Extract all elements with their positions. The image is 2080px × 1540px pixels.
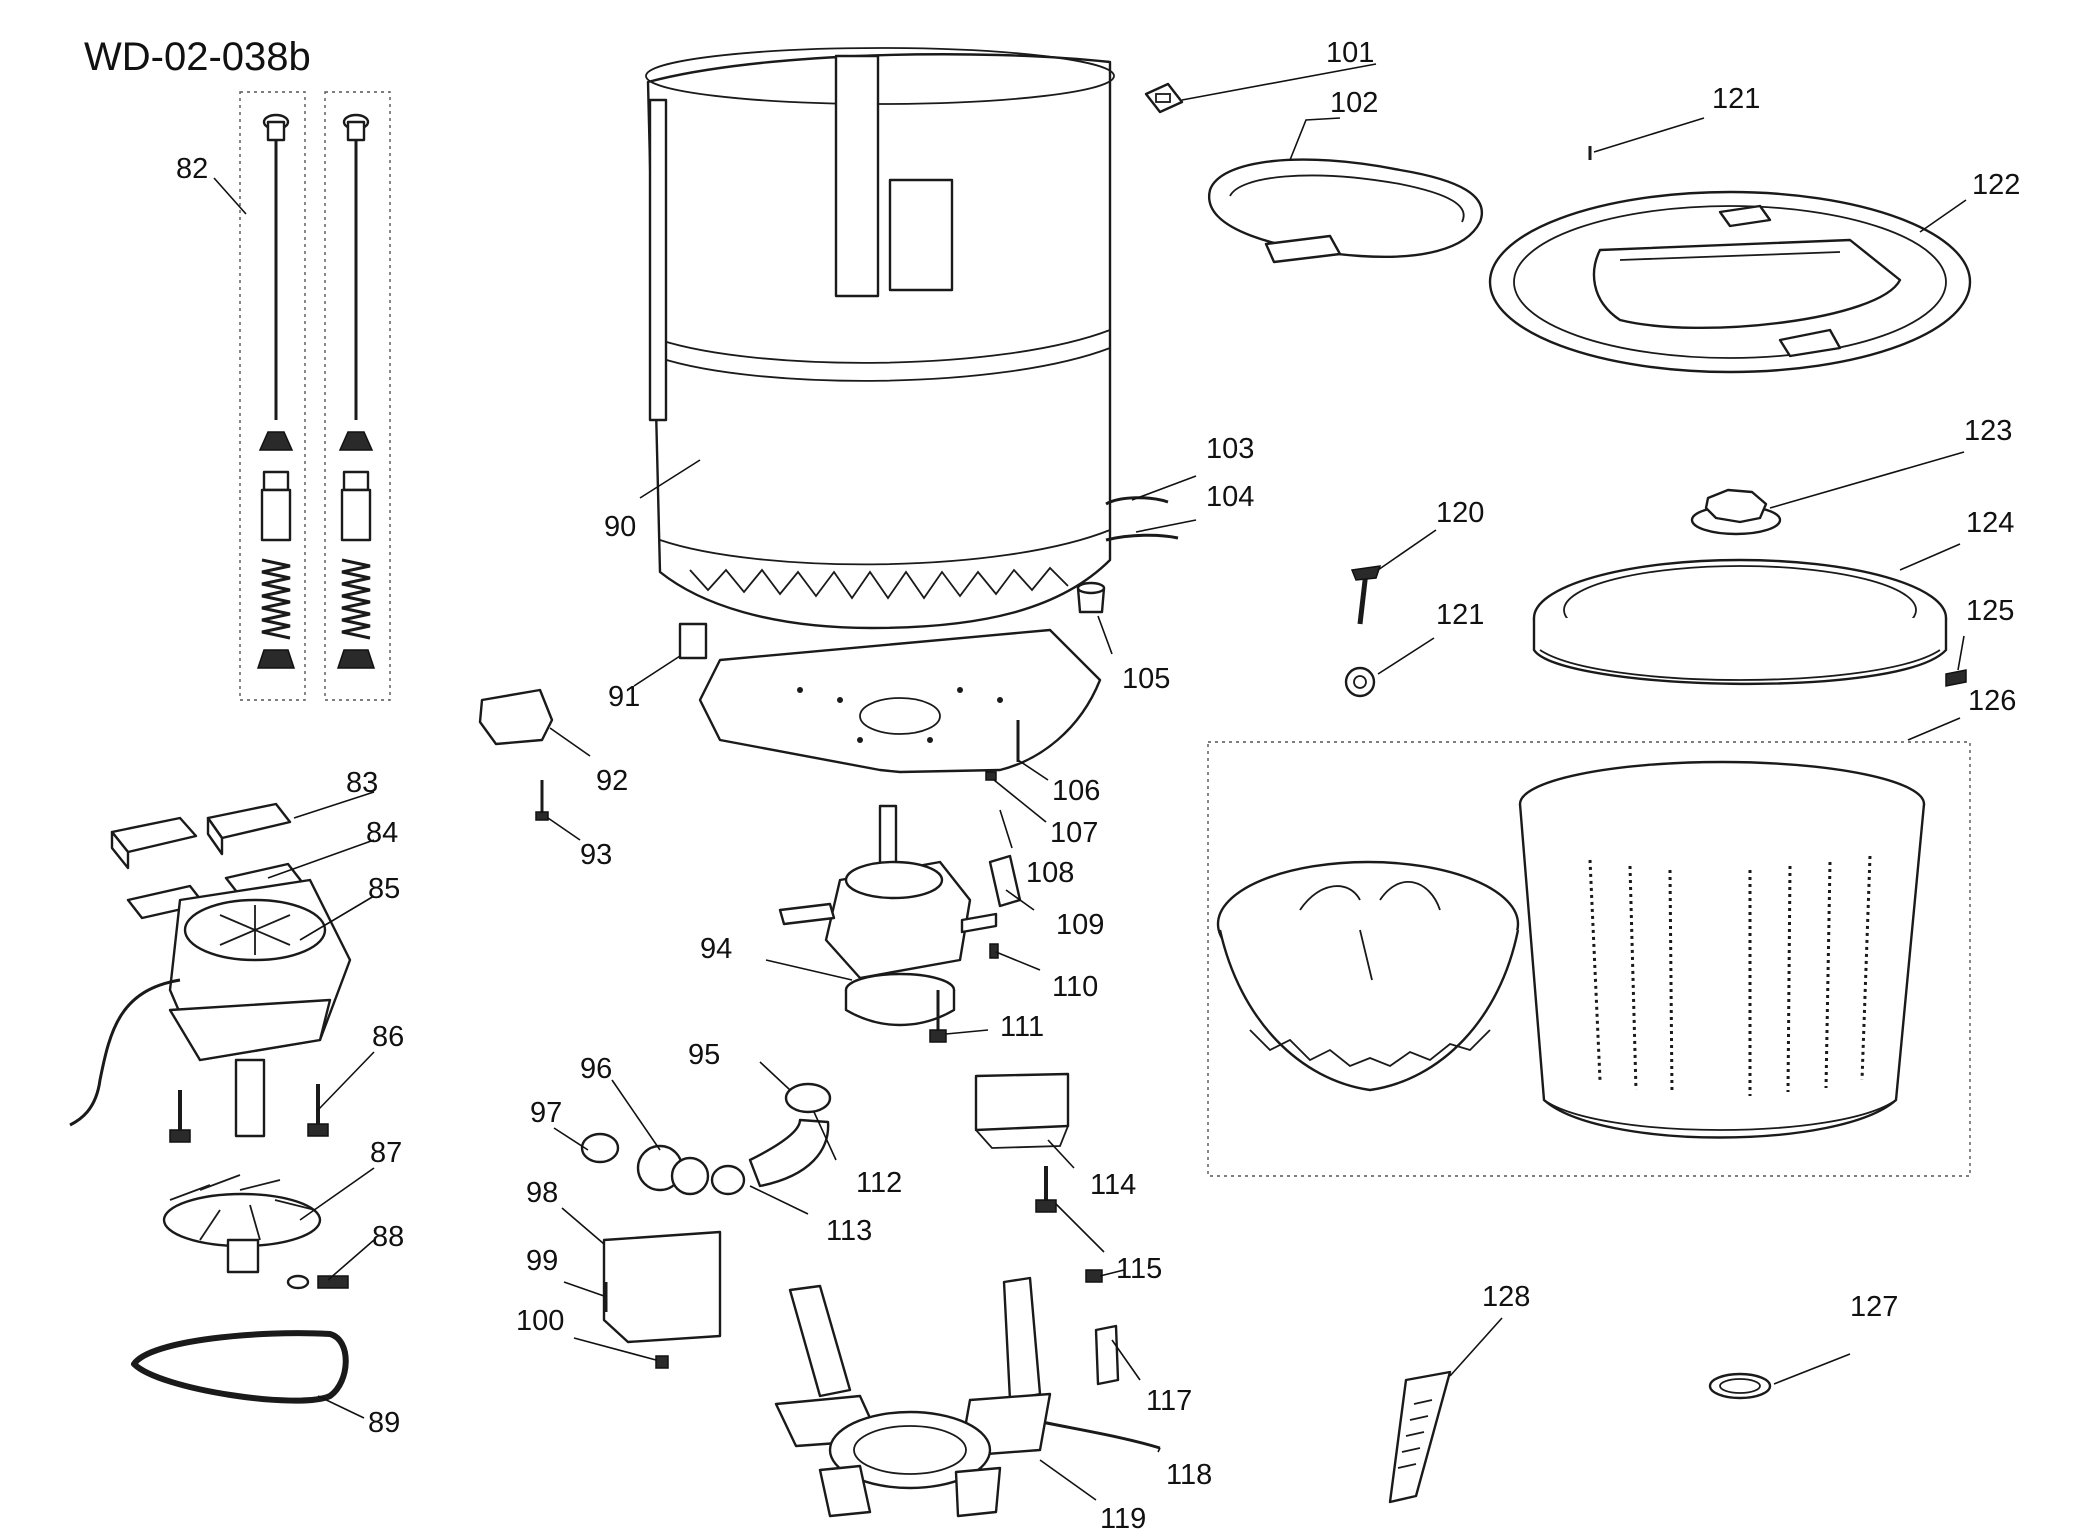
label-83: 83 bbox=[346, 767, 378, 799]
label-106: 106 bbox=[1052, 775, 1100, 807]
label-100: 100 bbox=[516, 1305, 564, 1337]
base-plate bbox=[698, 628, 1102, 774]
outer-tub bbox=[645, 47, 1115, 630]
label-97: 97 bbox=[530, 1097, 562, 1129]
label-119: 119 bbox=[1100, 1503, 1146, 1535]
label-93: 93 bbox=[580, 839, 612, 871]
label-102: 102 bbox=[1330, 87, 1378, 119]
label-84: 84 bbox=[366, 817, 398, 849]
label-128: 128 bbox=[1482, 1281, 1530, 1313]
label-114: 114 bbox=[1090, 1169, 1136, 1201]
label-82: 82 bbox=[176, 153, 208, 185]
wash-basket bbox=[1518, 760, 1926, 1139]
diagram-id: WD-02-038b bbox=[84, 35, 311, 79]
label-127: 127 bbox=[1850, 1291, 1898, 1323]
lid-102 bbox=[1207, 158, 1483, 264]
label-109: 109 bbox=[1056, 909, 1104, 941]
label-104: 104 bbox=[1206, 481, 1254, 513]
label-92: 92 bbox=[596, 765, 628, 797]
label-126: 126 bbox=[1968, 685, 2016, 717]
label-115: 115 bbox=[1116, 1253, 1162, 1285]
label-86: 86 bbox=[372, 1021, 404, 1053]
transmission bbox=[778, 804, 998, 1027]
label-89: 89 bbox=[368, 1407, 400, 1439]
label-105: 105 bbox=[1122, 663, 1170, 695]
label-90: 90 bbox=[604, 511, 636, 543]
leader-lines bbox=[213, 63, 1967, 1501]
control-panel-128 bbox=[1388, 1370, 1452, 1504]
label-117: 117 bbox=[1146, 1385, 1192, 1417]
balance-nut-123 bbox=[1690, 488, 1782, 536]
label-125: 125 bbox=[1966, 595, 2014, 627]
label-122: 122 bbox=[1972, 169, 2020, 201]
label-99: 99 bbox=[526, 1245, 558, 1277]
label-96: 96 bbox=[580, 1053, 612, 1085]
label-120: 120 bbox=[1436, 497, 1484, 529]
label-85: 85 bbox=[368, 873, 400, 905]
label-87: 87 bbox=[370, 1137, 402, 1169]
label-113: 113 bbox=[826, 1215, 872, 1247]
label-94: 94 bbox=[700, 933, 732, 965]
label-121-mid: 121 bbox=[1436, 599, 1484, 631]
balance-ring-124 bbox=[1532, 558, 1948, 686]
label-118: 118 bbox=[1166, 1459, 1212, 1491]
top-cover-122 bbox=[1488, 190, 1972, 374]
label-124: 124 bbox=[1966, 507, 2014, 539]
label-88: 88 bbox=[372, 1221, 404, 1253]
motor-group bbox=[69, 802, 352, 1404]
label-110: 110 bbox=[1052, 971, 1098, 1003]
label-103: 103 bbox=[1206, 433, 1254, 465]
label-107: 107 bbox=[1050, 817, 1098, 849]
suspension-rods bbox=[239, 91, 391, 701]
part-labels: 82 83 84 85 86 87 88 89 90 91 92 93 94 9… bbox=[176, 37, 2020, 1535]
label-111: 111 bbox=[1000, 1011, 1044, 1043]
label-98: 98 bbox=[526, 1177, 558, 1209]
pulsator bbox=[1216, 860, 1520, 1092]
label-123: 123 bbox=[1964, 415, 2012, 447]
drain-pump-group bbox=[580, 1082, 832, 1369]
label-101: 101 bbox=[1326, 37, 1374, 69]
suspension-frame bbox=[774, 1276, 1052, 1518]
label-121-top: 121 bbox=[1712, 83, 1760, 115]
label-112: 112 bbox=[856, 1167, 902, 1199]
label-95: 95 bbox=[688, 1039, 720, 1071]
label-108: 108 bbox=[1026, 857, 1074, 889]
label-91: 91 bbox=[608, 681, 640, 713]
